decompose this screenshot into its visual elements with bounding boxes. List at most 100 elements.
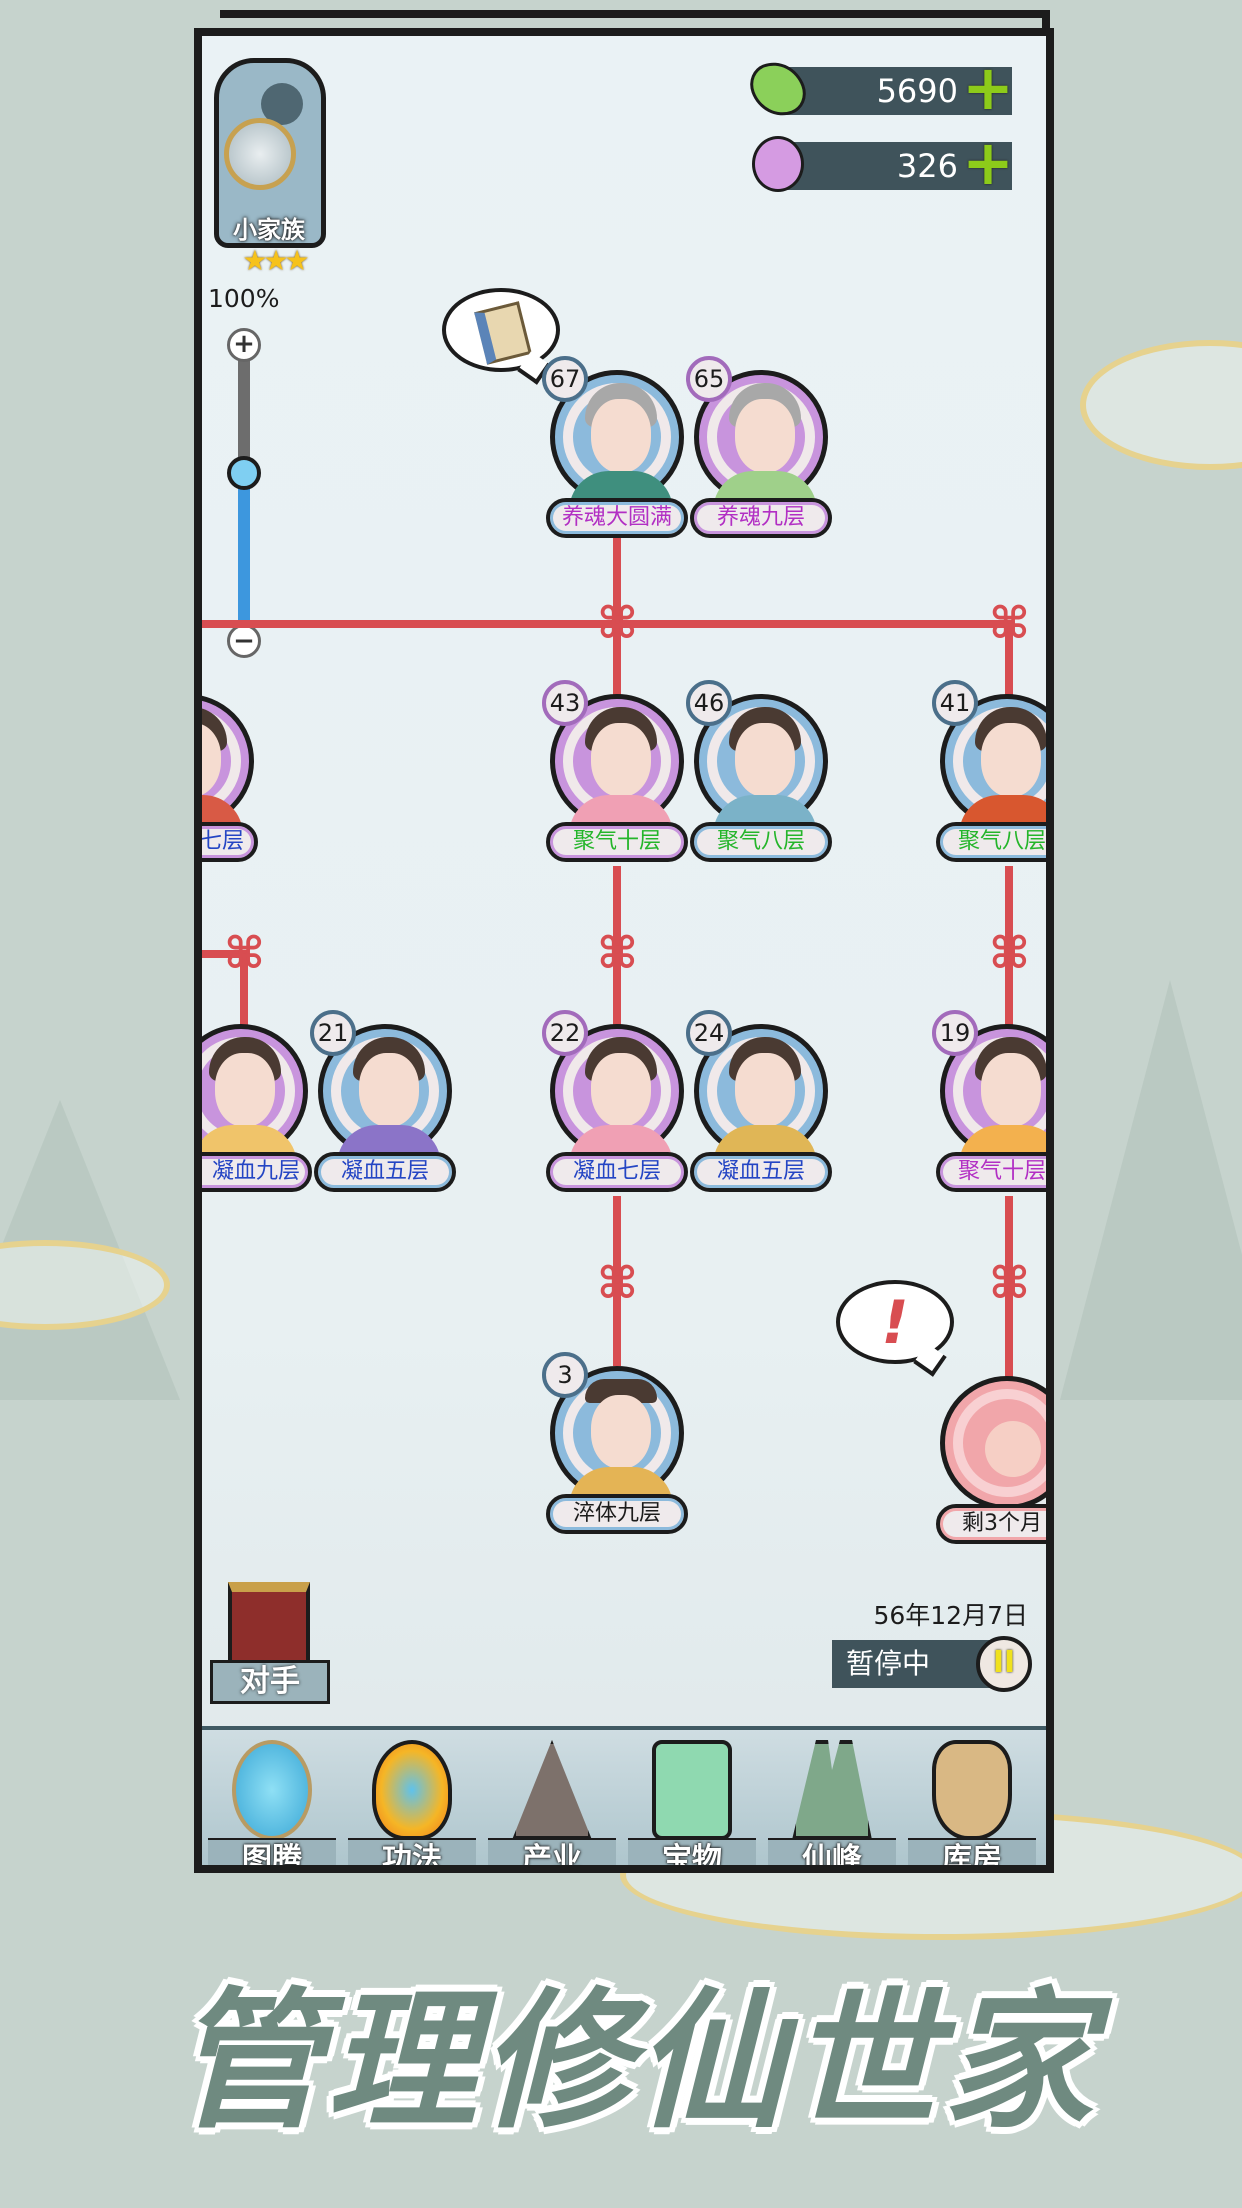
game-date: 56年12月7日 bbox=[873, 1601, 1028, 1630]
nav-label: 库房 bbox=[908, 1838, 1036, 1865]
nav-immortal-peak[interactable]: 仙峰 bbox=[762, 1730, 902, 1865]
cultivation-rank: 淬体九层 bbox=[546, 1494, 688, 1534]
frame-top-edge bbox=[220, 10, 1050, 36]
nav-label: 图腾 bbox=[208, 1838, 336, 1865]
marriage-line bbox=[202, 620, 1012, 628]
add-spirit-essence-button[interactable]: + bbox=[962, 126, 1014, 199]
family-tree-panel: 小家族 ★★★ 100% + − 5690 + 326 + ⌘ ⌘ ⌘ ⌘ ⌘ … bbox=[194, 28, 1054, 1873]
zoom-slider[interactable] bbox=[238, 356, 250, 646]
pregnancy-card[interactable]: 剩3个月 bbox=[932, 1354, 1046, 1544]
flame-technique-icon bbox=[372, 1740, 452, 1840]
age-badge: 43 bbox=[542, 680, 588, 726]
nav-label: 产业 bbox=[488, 1838, 616, 1865]
immortal-peak-icon bbox=[792, 1740, 872, 1840]
spirit-essence-counter: 326 + bbox=[752, 126, 1014, 199]
mountain-cave-icon bbox=[512, 1740, 592, 1840]
currency-bar bbox=[782, 67, 1012, 115]
nav-totem[interactable]: 图腾 bbox=[202, 1730, 342, 1865]
red-knot-icon: ⌘ bbox=[224, 928, 265, 979]
lineage-line bbox=[613, 866, 621, 1036]
lineage-line bbox=[1005, 1196, 1013, 1386]
speech-bubble[interactable] bbox=[442, 288, 560, 372]
cultivation-rank: 血七层 bbox=[202, 822, 258, 862]
lineage-line bbox=[613, 1196, 621, 1366]
avatar bbox=[550, 370, 684, 511]
cultivation-rank: 聚气十层 bbox=[546, 822, 688, 862]
family-member-card[interactable]: 凝血九层 bbox=[202, 1002, 316, 1192]
family-member-card[interactable]: 19 聚气十层 bbox=[932, 1002, 1046, 1192]
family-member-card[interactable]: 血七层 bbox=[202, 672, 262, 862]
nav-label: 仙峰 bbox=[768, 1838, 896, 1865]
family-member-card[interactable]: 67 养魂大圆满 bbox=[542, 348, 692, 538]
family-member-card[interactable]: 3 淬体九层 bbox=[542, 1344, 692, 1534]
cultivation-rank: 聚气八层 bbox=[690, 822, 832, 862]
clan-badge[interactable]: 小家族 ★★★ bbox=[204, 48, 334, 277]
lineage-line bbox=[613, 536, 621, 706]
red-knot-icon: ⌘ bbox=[597, 598, 638, 649]
lineage-line bbox=[1005, 866, 1013, 1036]
clan-stars-icon: ★★★ bbox=[242, 244, 309, 277]
pause-control[interactable]: 暂停中 II bbox=[832, 1636, 1032, 1692]
age-badge: 19 bbox=[932, 1010, 978, 1056]
avatar bbox=[550, 1366, 684, 1507]
spirit-stone-value: 5690 bbox=[876, 72, 958, 110]
paused-status: 暂停中 bbox=[832, 1640, 992, 1688]
zoom-percent: 100% bbox=[208, 284, 280, 313]
age-badge: 21 bbox=[310, 1010, 356, 1056]
pregnancy-remaining: 剩3个月 bbox=[936, 1504, 1046, 1544]
family-member-card[interactable]: 24 凝血五层 bbox=[686, 1002, 836, 1192]
promo-slogan: 管理修仙世家 bbox=[172, 1973, 1097, 2149]
zoom-out-button[interactable]: − bbox=[227, 624, 261, 658]
lineage-line bbox=[240, 950, 248, 1040]
nav-label: 功法 bbox=[348, 1838, 476, 1865]
age-badge: 3 bbox=[542, 1352, 588, 1398]
marriage-line bbox=[202, 950, 242, 958]
clan-totem-icon bbox=[224, 118, 296, 190]
embryo-icon bbox=[940, 1376, 1046, 1510]
spirit-stone-counter: 5690 + bbox=[743, 51, 1014, 125]
bottom-navigation: 图腾 功法 产业 宝物 仙峰 库房 bbox=[202, 1726, 1046, 1865]
red-knot-icon: ⌘ bbox=[597, 928, 638, 979]
avatar bbox=[202, 694, 254, 835]
avatar bbox=[202, 1024, 308, 1165]
exclamation-icon: ! bbox=[881, 1288, 909, 1358]
family-member-card[interactable]: 41 聚气八层 bbox=[932, 672, 1046, 862]
nav-label: 宝物 bbox=[628, 1838, 756, 1865]
age-badge: 46 bbox=[686, 680, 732, 726]
nav-storage[interactable]: 库房 bbox=[902, 1730, 1042, 1865]
background-cloud-swirl bbox=[1080, 340, 1242, 470]
zoom-in-button[interactable]: + bbox=[227, 328, 261, 362]
cultivation-rank: 聚气十层 bbox=[936, 1152, 1046, 1192]
family-member-card[interactable]: 65 养魂九层 bbox=[686, 348, 836, 538]
family-member-card[interactable]: 46 聚气八层 bbox=[686, 672, 836, 862]
zoom-track-fill bbox=[238, 476, 250, 646]
rival-button[interactable]: 对手 bbox=[210, 1576, 330, 1710]
rival-label: 对手 bbox=[210, 1660, 330, 1704]
pause-button[interactable]: II bbox=[976, 1636, 1032, 1692]
red-knot-icon: ⌘ bbox=[597, 1258, 638, 1309]
totem-mirror-icon bbox=[232, 1740, 312, 1840]
background-mountain bbox=[1060, 980, 1242, 1400]
cultivation-rank: 养魂大圆满 bbox=[546, 498, 688, 538]
zoom-track-upper bbox=[238, 356, 250, 476]
spirit-essence-value: 326 bbox=[896, 147, 958, 185]
nav-technique[interactable]: 功法 bbox=[342, 1730, 482, 1865]
nav-industry[interactable]: 产业 bbox=[482, 1730, 622, 1865]
cultivation-rank: 凝血九层 bbox=[202, 1152, 312, 1192]
cultivation-rank: 凝血七层 bbox=[546, 1152, 688, 1192]
add-spirit-stone-button[interactable]: + bbox=[962, 51, 1014, 124]
currency-bar bbox=[782, 142, 1012, 190]
zoom-slider-handle[interactable] bbox=[227, 456, 261, 490]
red-knot-icon: ⌘ bbox=[989, 598, 1030, 649]
scroll-icon bbox=[474, 301, 532, 365]
nav-treasure[interactable]: 宝物 bbox=[622, 1730, 762, 1865]
red-knot-icon: ⌘ bbox=[989, 928, 1030, 979]
age-badge: 67 bbox=[542, 356, 588, 402]
age-badge: 65 bbox=[686, 356, 732, 402]
family-member-card[interactable]: 22 凝血七层 bbox=[542, 1002, 692, 1192]
family-member-card[interactable]: 43 聚气十层 bbox=[542, 672, 692, 862]
storage-bag-icon bbox=[932, 1740, 1012, 1840]
jade-treasure-icon bbox=[652, 1740, 732, 1840]
cultivation-rank: 凝血五层 bbox=[690, 1152, 832, 1192]
family-member-card[interactable]: 21 凝血五层 bbox=[310, 1002, 460, 1192]
